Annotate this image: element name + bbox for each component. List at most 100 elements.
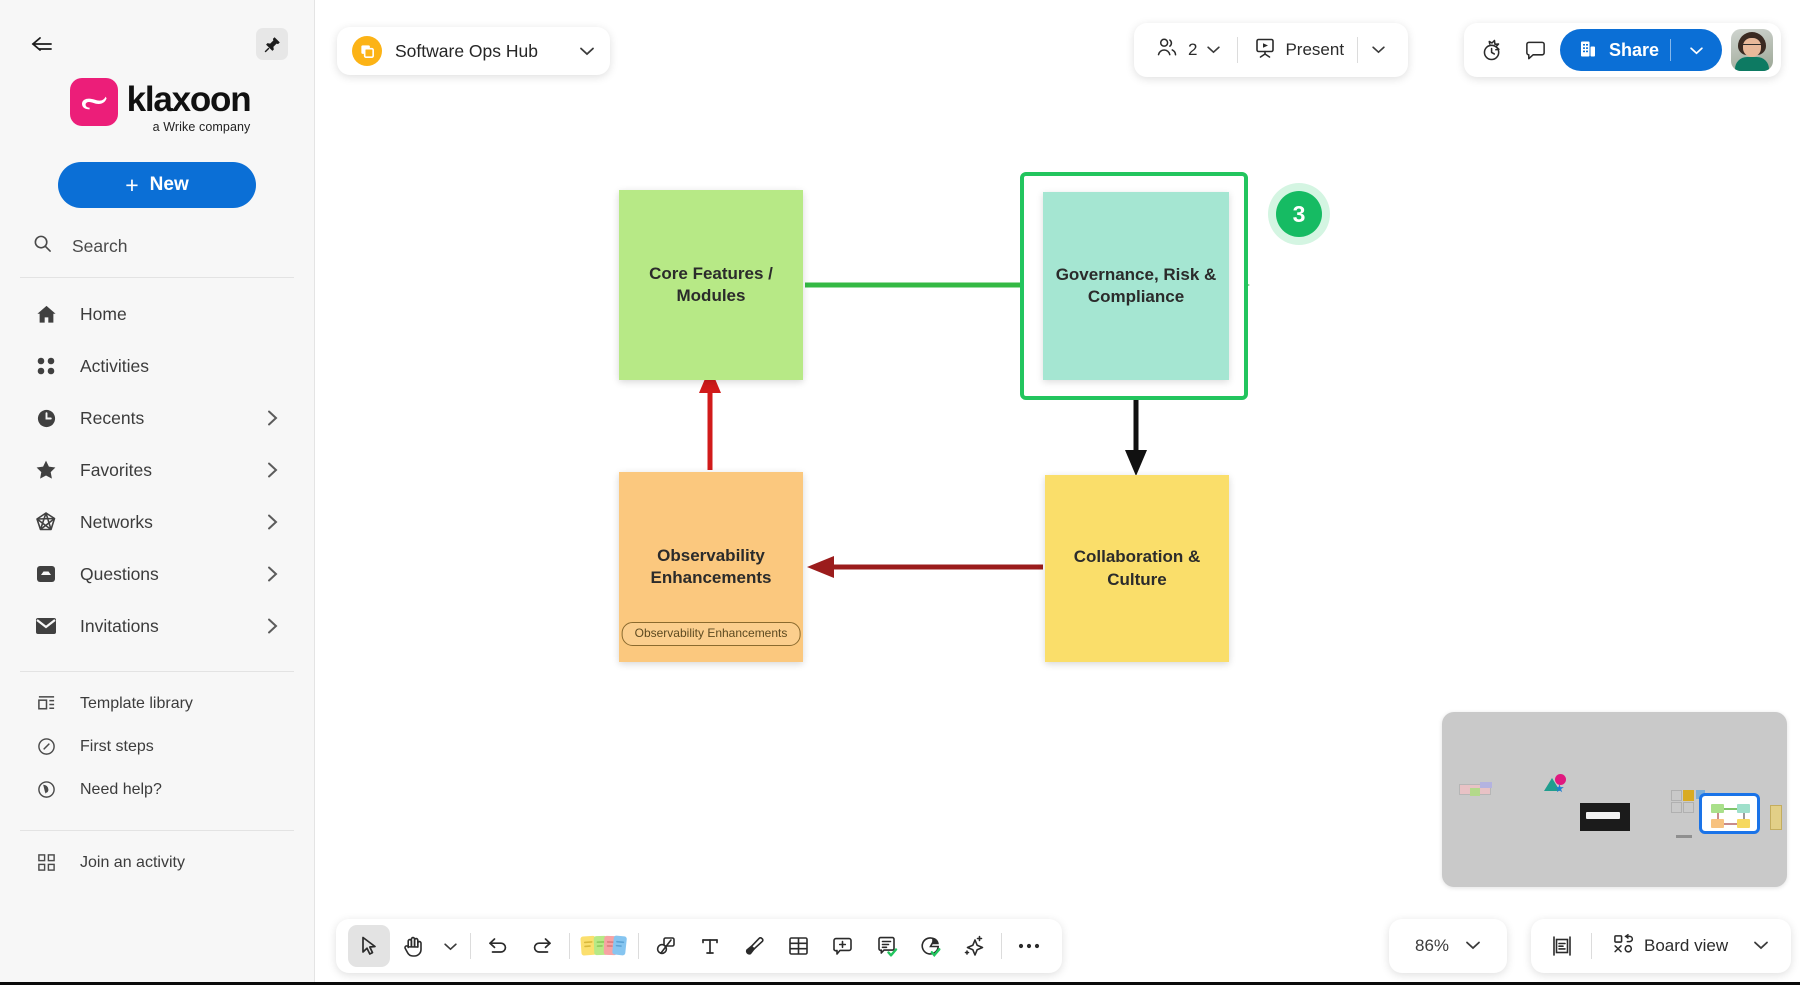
card-tag[interactable]: Observability Enhancements (621, 622, 801, 646)
actions-group: Share (1464, 23, 1782, 77)
grid-notes-thumb-5 (1683, 802, 1694, 813)
document-thumb (1770, 805, 1782, 830)
chevron-right-icon (267, 566, 278, 583)
redo-arrow-icon[interactable] (521, 925, 563, 967)
chevron-down-icon[interactable] (1206, 41, 1221, 59)
sidebar-item-first-steps[interactable]: First steps (0, 725, 314, 768)
help-icon (33, 780, 59, 799)
sidebar-item-join-activity[interactable]: Join an activity (0, 841, 314, 884)
sparkle-icon[interactable] (953, 925, 995, 967)
bottom-toolbar (336, 919, 1062, 973)
sidebar-item-favorites[interactable]: Favorites (0, 444, 314, 496)
sidebar-item-label: Home (80, 303, 127, 324)
brand-tagline: a Wrike company (152, 120, 251, 134)
current-view-link-v (1717, 813, 1719, 819)
new-button[interactable]: + New (58, 162, 256, 208)
sidebar-item-invitations[interactable]: Invitations (0, 600, 314, 652)
shapes-connector-icon[interactable] (645, 925, 687, 967)
current-view-card-1 (1711, 804, 1724, 813)
chevron-down-icon[interactable] (1753, 937, 1769, 955)
toolbar-divider-4 (1001, 933, 1002, 959)
sidebar-item-label: Template library (80, 694, 193, 712)
sidebar-item-networks[interactable]: Networks (0, 496, 314, 548)
chevron-down-icon[interactable] (1465, 937, 1481, 955)
line-thumb (1676, 835, 1692, 838)
chevron-down-icon[interactable] (436, 925, 464, 967)
sidebar-item-recents[interactable]: Recents (0, 392, 314, 444)
sidebar-item-activities[interactable]: Activities (0, 340, 314, 392)
board-view-button[interactable]: Board view (1600, 926, 1781, 966)
sidebar-divider-2 (20, 671, 294, 672)
pin-icon[interactable] (256, 28, 288, 60)
sidebar-item-label: Need help? (80, 780, 162, 798)
avatar[interactable] (1731, 29, 1774, 71)
present-screen-icon (1254, 37, 1276, 64)
fit-to-screen-icon[interactable] (1541, 925, 1583, 967)
undo-arrow-icon[interactable] (477, 925, 519, 967)
participants-button[interactable]: 2 (1144, 30, 1233, 70)
search-placeholder: Search (72, 235, 128, 256)
sidebar-item-label: Invitations (80, 615, 159, 636)
compass-icon (33, 737, 59, 756)
minimap[interactable] (1442, 712, 1787, 887)
minimap-viewport[interactable] (1699, 793, 1760, 834)
sidebar-divider-1 (20, 277, 294, 278)
sidebar: klaxoon a Wrike company + New Search Hom… (0, 0, 315, 985)
sidebar-item-template-library[interactable]: Template library (0, 682, 314, 725)
zoom-control[interactable]: 86% (1389, 919, 1507, 973)
ellipsis-icon[interactable] (1008, 925, 1050, 967)
sticky-notes-icon[interactable] (576, 925, 632, 967)
card-governance[interactable]: Governance, Risk & Compliance (1043, 192, 1229, 380)
card-observability[interactable]: Observability Enhancements Observability… (619, 472, 803, 662)
cursor-arrow-icon[interactable] (348, 925, 390, 967)
chevron-down-icon[interactable] (1371, 41, 1386, 59)
card-core-features[interactable]: Core Features / Modules (619, 190, 803, 380)
current-view-card-3 (1711, 819, 1724, 828)
sidebar-item-questions[interactable]: Questions (0, 548, 314, 600)
star-icon (33, 459, 59, 481)
card-title: Governance, Risk & Compliance (1055, 264, 1217, 306)
new-button-label: New (149, 174, 189, 195)
sidebar-item-need-help[interactable]: Need help? (0, 768, 314, 811)
comment-bubble-icon[interactable] (1514, 29, 1556, 71)
present-label: Present (1285, 40, 1345, 59)
card-collaboration[interactable]: Collaboration & Culture (1045, 475, 1229, 662)
timer-star-icon[interactable] (1472, 29, 1514, 71)
chevron-right-icon (267, 410, 278, 427)
sidebar-nav-tertiary: Join an activity (0, 831, 314, 884)
sidebar-item-home[interactable]: Home (0, 288, 314, 340)
connector-observability-to-core (699, 367, 721, 470)
network-icon (33, 511, 59, 533)
chevron-right-icon (267, 462, 278, 479)
comment-plus-icon[interactable] (821, 925, 863, 967)
chevron-down-icon[interactable] (579, 46, 595, 56)
search-input[interactable]: Search (33, 234, 314, 258)
collapse-sidebar-icon[interactable] (26, 31, 58, 57)
grid-notes-thumb-2 (1683, 790, 1694, 801)
chevron-down-icon[interactable] (1682, 46, 1716, 55)
form-check-icon[interactable] (865, 925, 907, 967)
present-divider (1357, 37, 1359, 63)
participants-count: 2 (1188, 40, 1198, 59)
board-title-chip[interactable]: Software Ops Hub (337, 27, 610, 75)
card-title: Collaboration & Culture (1073, 547, 1201, 589)
current-view-link-h (1724, 808, 1737, 810)
text-t-icon[interactable] (689, 925, 731, 967)
board-stack-icon (352, 36, 382, 66)
paintbrush-icon[interactable] (733, 925, 775, 967)
share-button[interactable]: Share (1560, 29, 1723, 71)
zoom-level: 86% (1414, 936, 1450, 955)
table-grid-icon[interactable] (777, 925, 819, 967)
inbox-icon (33, 564, 59, 584)
pie-chart-check-icon[interactable] (909, 925, 951, 967)
sidebar-item-label: Questions (80, 563, 159, 584)
board-view-icon (1612, 933, 1635, 959)
hand-icon[interactable] (392, 925, 434, 967)
klaxoon-image-thumb-text (1586, 812, 1620, 819)
view-divider (1591, 933, 1592, 959)
present-button[interactable]: Present (1242, 30, 1398, 70)
share-building-icon (1578, 39, 1598, 62)
connector-collaboration-to-observability (807, 556, 1043, 578)
sidebar-item-label: Favorites (80, 459, 152, 480)
